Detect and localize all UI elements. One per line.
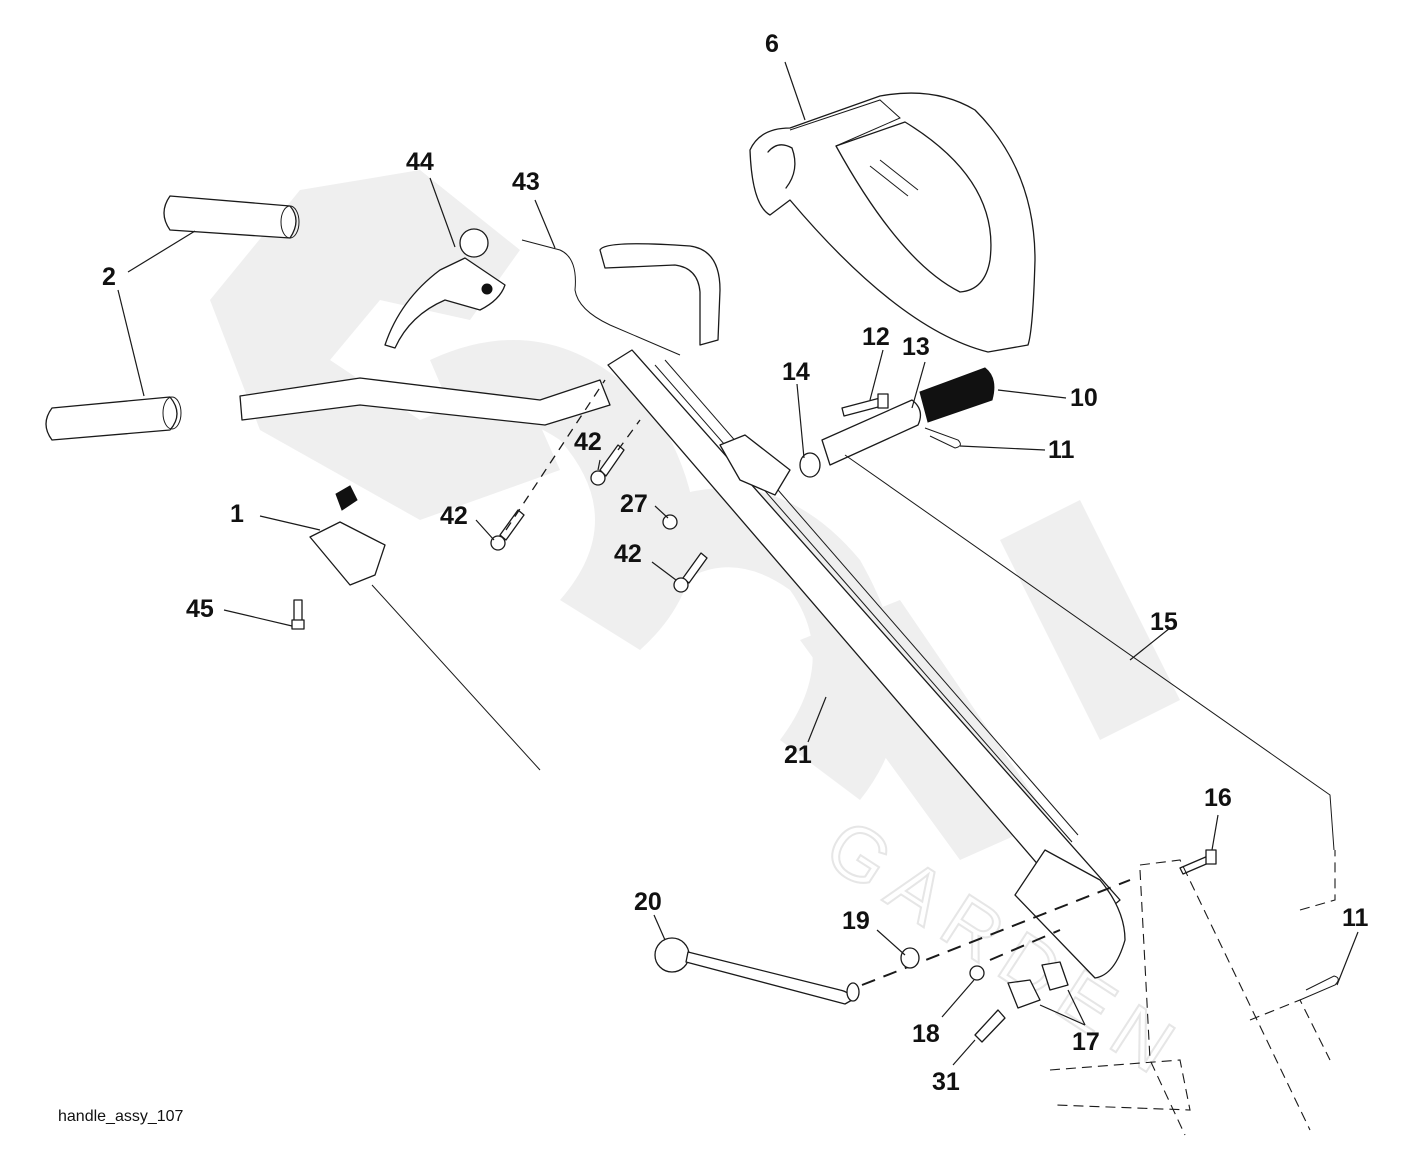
upper-handlebar[interactable] bbox=[239, 243, 721, 426]
callout-17: 17 bbox=[1072, 1028, 1100, 1056]
callout-11a: 11 bbox=[1048, 436, 1075, 464]
callout-43: 43 bbox=[512, 168, 540, 196]
callout-42b: 42 bbox=[440, 502, 468, 530]
clutch-lever[interactable] bbox=[384, 228, 506, 349]
callout-12: 12 bbox=[862, 323, 890, 351]
screw-left[interactable] bbox=[490, 509, 525, 551]
callout-10: 10 bbox=[1070, 384, 1098, 412]
callout-21: 21 bbox=[784, 741, 812, 769]
spacer[interactable] bbox=[799, 452, 821, 478]
callout-11b: 11 bbox=[1342, 904, 1369, 932]
callout-18: 18 bbox=[912, 1020, 940, 1048]
callout-6: 6 bbox=[765, 30, 779, 58]
callout-19: 19 bbox=[842, 907, 870, 935]
washer[interactable] bbox=[900, 947, 920, 969]
handle-cover[interactable] bbox=[749, 92, 1036, 353]
lever-bracket[interactable] bbox=[719, 434, 791, 496]
diagram-caption: handle_assy_107 bbox=[58, 1108, 184, 1125]
callout-44: 44 bbox=[406, 148, 434, 176]
callout-2a: 2 bbox=[102, 263, 116, 291]
screw-upper[interactable] bbox=[590, 444, 625, 486]
callout-31: 31 bbox=[932, 1068, 960, 1096]
bolt-small[interactable] bbox=[291, 599, 305, 630]
hairpin-clip-lower[interactable] bbox=[1299, 975, 1339, 1001]
callout-42c: 42 bbox=[614, 540, 642, 568]
lock-nut[interactable] bbox=[969, 965, 985, 981]
shoulder-bolt[interactable] bbox=[974, 1009, 1006, 1043]
callout-13: 13 bbox=[902, 333, 930, 361]
depth-lever[interactable] bbox=[821, 399, 922, 466]
callout-42a: 42 bbox=[574, 428, 602, 456]
screw-lower[interactable] bbox=[673, 552, 708, 593]
callout-14: 14 bbox=[782, 358, 810, 386]
rubber-bumpers[interactable] bbox=[1007, 961, 1069, 1009]
bolt[interactable] bbox=[841, 393, 889, 417]
callout-20: 20 bbox=[634, 888, 662, 916]
callout-27: 27 bbox=[620, 490, 648, 518]
tiller-frame-ghost bbox=[1049, 850, 1339, 1136]
callout-16: 16 bbox=[1204, 784, 1232, 812]
hand-grip-lower[interactable] bbox=[45, 396, 182, 441]
knob-grip[interactable] bbox=[919, 367, 995, 423]
shift-lever-bracket[interactable] bbox=[309, 485, 541, 771]
callout-labels: 2 1 45 44 43 6 12 13 14 10 11 42 27 42 4… bbox=[102, 30, 1369, 1096]
hand-grip-upper[interactable] bbox=[163, 195, 300, 239]
watermark-text: GARDEN bbox=[811, 803, 1200, 1097]
bolt-16[interactable] bbox=[1179, 849, 1217, 875]
depth-rod[interactable] bbox=[844, 454, 1335, 851]
callout-1: 1 bbox=[230, 500, 244, 528]
leader-lines bbox=[117, 61, 1359, 1066]
nut[interactable] bbox=[662, 514, 678, 530]
hairpin-clip-upper[interactable] bbox=[924, 427, 961, 449]
height-adjust-knob[interactable] bbox=[654, 937, 860, 1005]
control-cable[interactable] bbox=[521, 239, 681, 356]
callout-45: 45 bbox=[186, 595, 214, 623]
callout-15: 15 bbox=[1150, 608, 1178, 636]
